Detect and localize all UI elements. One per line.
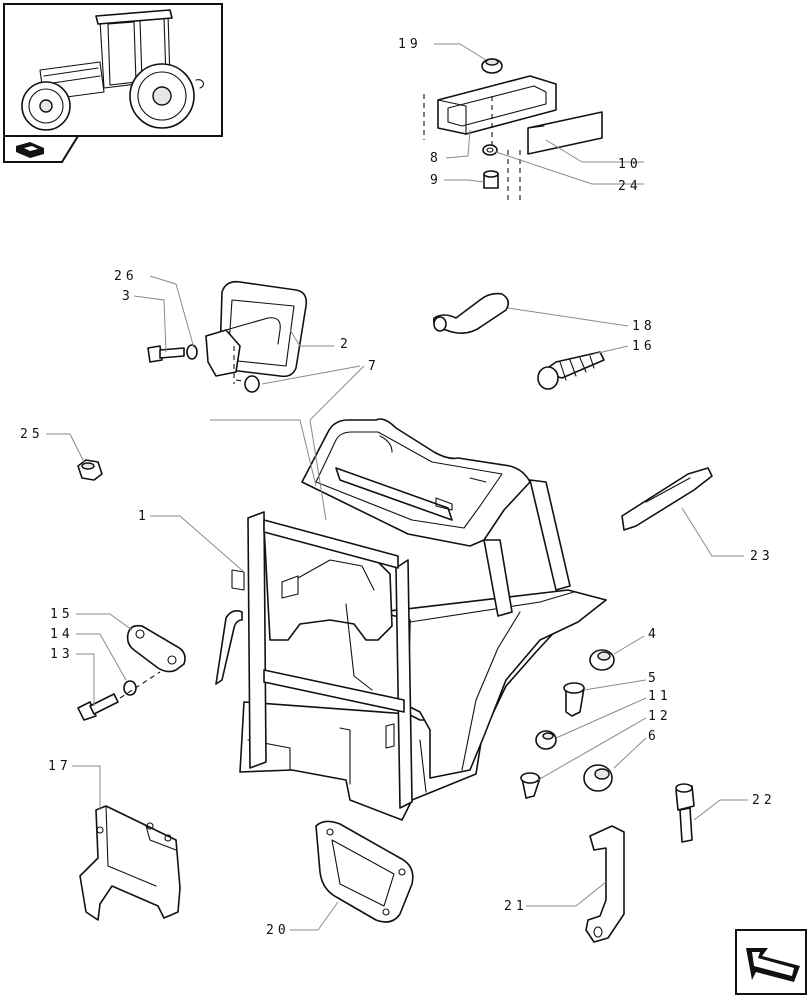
callout-7: 7: [368, 359, 380, 374]
callout-11: 11: [648, 689, 672, 704]
section-folder-icon[interactable]: [3, 135, 80, 163]
leader-lines: [46, 43, 748, 931]
bolt-22: [675, 783, 695, 843]
callout-8: 8: [430, 151, 442, 166]
callout-3: 3: [122, 289, 134, 304]
callout-10: 10: [618, 157, 642, 172]
callout-23: 23: [750, 549, 774, 564]
callout-22: 22: [752, 793, 776, 808]
callout-16: 16: [632, 339, 656, 354]
mirror-assembly: [147, 280, 308, 393]
callout-24: 24: [618, 179, 642, 194]
fasteners-group: [520, 649, 615, 799]
tractor-thumbnail-icon[interactable]: [3, 3, 223, 137]
callout-4: 4: [648, 627, 660, 642]
bracket-assembly: [423, 58, 603, 200]
callout-26: 26: [114, 269, 138, 284]
callout-17: 17: [48, 759, 72, 774]
callout-20: 20: [266, 923, 290, 938]
callout-19: 19: [398, 37, 422, 52]
next-page-arrow-icon[interactable]: [735, 929, 807, 995]
plate-bolt-15: [77, 624, 186, 721]
callout-6: 6: [648, 729, 660, 744]
callout-25: 25: [20, 427, 44, 442]
callout-13: 13: [50, 647, 74, 662]
nut-25-part: [77, 459, 103, 481]
callout-12: 12: [648, 709, 672, 724]
bracket-17: [79, 805, 181, 921]
cab-frame: [215, 418, 607, 821]
callout-21: 21: [504, 899, 528, 914]
callout-14: 14: [50, 627, 74, 642]
callout-1: 1: [138, 509, 150, 524]
callout-labels: 19 8 9 10 24 26 3 2 7 18 16 25 1 23 15 1…: [20, 37, 776, 938]
callout-5: 5: [648, 671, 660, 686]
mudguard-extension-23: [621, 467, 713, 531]
clamp-21: [585, 825, 625, 943]
callout-2: 2: [340, 337, 352, 352]
hose-and-spring-parts: [432, 292, 605, 390]
callout-18: 18: [632, 319, 656, 334]
callout-9: 9: [430, 173, 442, 188]
gasket-frame-20: [315, 820, 414, 923]
callout-15: 15: [50, 607, 74, 622]
